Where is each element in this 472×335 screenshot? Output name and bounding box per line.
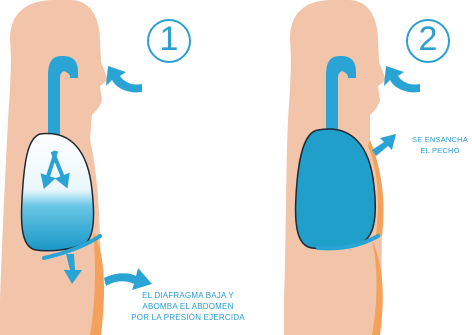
caption-2-line-1: SE ENSANCHA	[400, 134, 472, 145]
caption-2-line-2: EL PECHO	[400, 145, 472, 156]
inhale-arrow-2	[384, 66, 420, 92]
chest-out-arrow-2	[372, 134, 396, 156]
step-number-2: 2	[408, 22, 448, 56]
caption-1-line-2: ABOMBA EL ABDOMEN	[118, 301, 258, 312]
caption-step-1: EL DIAFRAGMA BAJA Y ABOMBA EL ABDOMEN PO…	[118, 290, 258, 323]
caption-1-line-3: POR LA PRESIÓN EJERCIDA	[118, 312, 258, 323]
step-number-1: 1	[149, 22, 189, 56]
inhale-arrow-1	[106, 66, 142, 92]
caption-step-2: SE ENSANCHA EL PECHO	[400, 134, 472, 156]
belly-out-arrow-1	[104, 268, 152, 290]
caption-1-line-1: EL DIAFRAGMA BAJA Y	[118, 290, 258, 301]
